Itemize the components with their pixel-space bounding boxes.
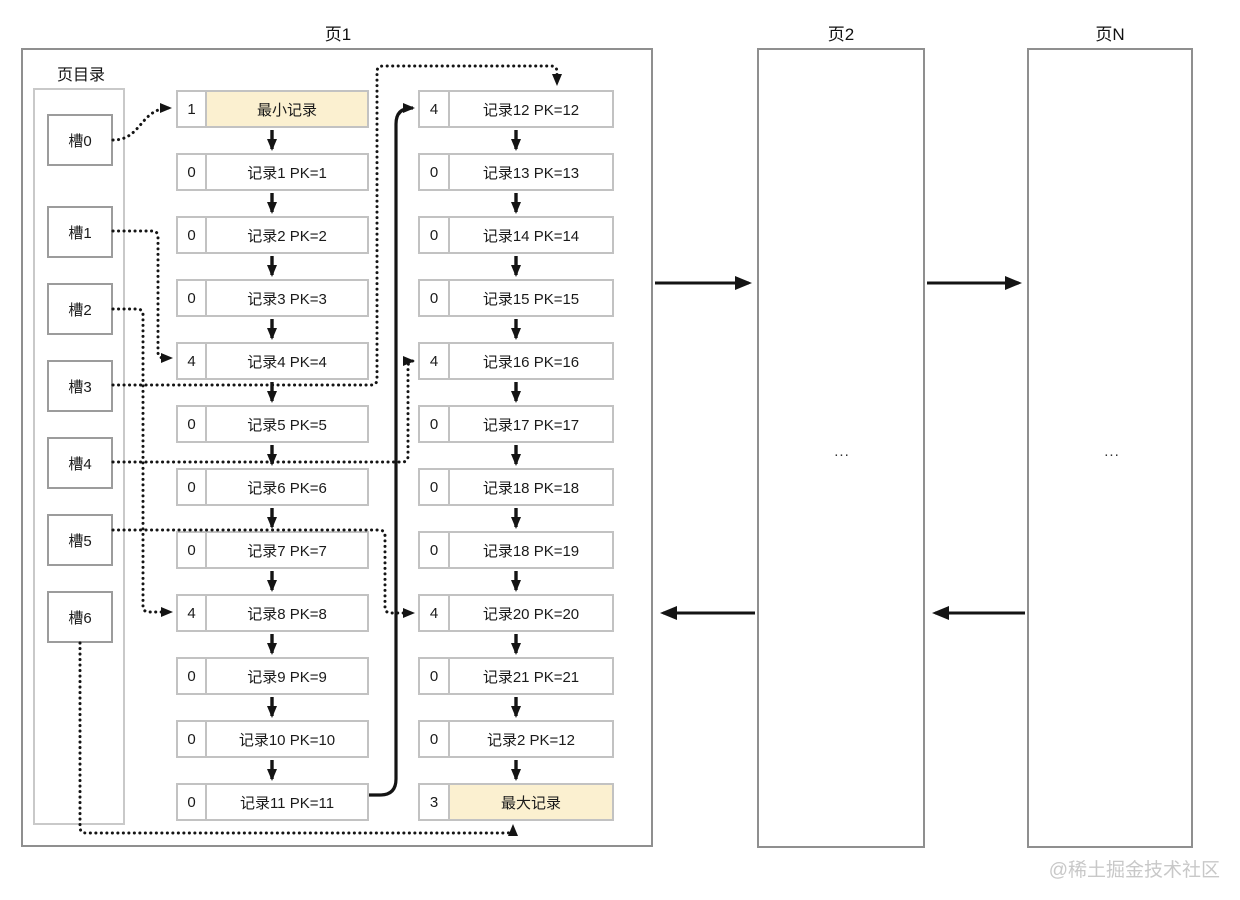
record-n-owned: 4: [178, 596, 207, 630]
record-row: 0 记录13 PK=13: [418, 153, 614, 191]
record-label: 记录16 PK=16: [482, 353, 580, 371]
record-n-owned: 4: [420, 596, 450, 630]
record-label: 记录4 PK=4: [247, 353, 327, 371]
record-row: 0 记录3 PK=3: [176, 279, 369, 317]
slot-box-5: 槽5: [47, 514, 113, 566]
record-row: 0 记录10 PK=10: [176, 720, 369, 758]
record-n-owned: 0: [178, 722, 207, 756]
record-row: 0 记录21 PK=21: [418, 657, 614, 695]
record-n-owned: 3: [420, 785, 450, 819]
record-label: 记录6 PK=6: [247, 479, 327, 497]
record-label: 记录21 PK=21: [482, 668, 580, 686]
slot-box-1: 槽1: [47, 206, 113, 258]
record-label: 记录7 PK=7: [247, 542, 327, 560]
record-label: 最小记录: [207, 92, 367, 126]
page2-ellipsis: ...: [834, 443, 850, 460]
record-label: 记录2 PK=12: [487, 731, 575, 749]
record-label: 记录17 PK=17: [482, 416, 580, 434]
record-row: 0 记录18 PK=18: [418, 468, 614, 506]
page2-box: [757, 48, 925, 848]
record-label: 最大记录: [450, 785, 612, 819]
record-label: 记录12 PK=12: [482, 101, 580, 119]
record-label: 记录11 PK=11: [239, 794, 335, 812]
record-n-owned: 0: [420, 155, 450, 189]
record-n-owned: 0: [178, 407, 207, 441]
pageN-title: 页N: [1095, 25, 1125, 44]
record-label: 记录1 PK=1: [247, 164, 327, 182]
record-n-owned: 0: [420, 659, 450, 693]
page1-title: 页1: [324, 25, 352, 44]
slot-box-6: 槽6: [47, 591, 113, 643]
record-label: 记录15 PK=15: [482, 290, 580, 308]
record-n-owned: 0: [420, 470, 450, 504]
record-label: 记录9 PK=9: [247, 668, 327, 686]
record-n-owned: 0: [178, 155, 207, 189]
record-row: 4 记录20 PK=20: [418, 594, 614, 632]
record-n-owned: 4: [420, 344, 450, 378]
record-row: 0 记录15 PK=15: [418, 279, 614, 317]
record-row: 0 记录7 PK=7: [176, 531, 369, 569]
record-n-owned: 0: [178, 785, 207, 819]
record-row: 4 记录16 PK=16: [418, 342, 614, 380]
record-label: 记录10 PK=10: [238, 731, 336, 749]
record-n-owned: 0: [178, 470, 207, 504]
record-label: 记录5 PK=5: [247, 416, 327, 434]
record-n-owned: 4: [420, 92, 450, 126]
slot-box-4: 槽4: [47, 437, 113, 489]
record-label: 记录8 PK=8: [247, 605, 327, 623]
page2-title: 页2: [827, 25, 855, 44]
record-row: 0 记录11 PK=11: [176, 783, 369, 821]
record-label: 记录20 PK=20: [482, 605, 580, 623]
record-row: 0 记录18 PK=19: [418, 531, 614, 569]
record-label: 记录13 PK=13: [482, 164, 580, 182]
watermark: @稀土掘金技术社区: [1048, 860, 1220, 881]
record-row: 0 记录1 PK=1: [176, 153, 369, 191]
record-n-owned: 0: [178, 533, 207, 567]
record-n-owned: 0: [178, 281, 207, 315]
record-label: 记录3 PK=3: [247, 290, 327, 308]
slot-box-2: 槽2: [47, 283, 113, 335]
record-n-owned: 4: [178, 344, 207, 378]
record-n-owned: 0: [420, 722, 450, 756]
record-row: 0 记录2 PK=2: [176, 216, 369, 254]
record-label: 记录14 PK=14: [482, 227, 580, 245]
record-n-owned: 0: [420, 407, 450, 441]
record-n-owned: 0: [178, 659, 207, 693]
record-n-owned: 0: [420, 281, 450, 315]
record-row: 0 记录6 PK=6: [176, 468, 369, 506]
record-n-owned: 0: [420, 533, 450, 567]
record-row: 4 记录8 PK=8: [176, 594, 369, 632]
pageN-box: [1027, 48, 1193, 848]
record-row: 4 记录4 PK=4: [176, 342, 369, 380]
page-directory-label: 页目录: [57, 67, 106, 84]
record-label: 记录2 PK=2: [247, 227, 327, 245]
slot-box-0: 槽0: [47, 114, 113, 166]
record-label: 记录18 PK=18: [482, 479, 580, 497]
slot-box-3: 槽3: [47, 360, 113, 412]
record-row: 0 记录2 PK=12: [418, 720, 614, 758]
record-row: 0 记录17 PK=17: [418, 405, 614, 443]
record-n-owned: 0: [178, 218, 207, 252]
pageN-ellipsis: ...: [1104, 443, 1120, 460]
record-row: 0 记录14 PK=14: [418, 216, 614, 254]
record-row: 4 记录12 PK=12: [418, 90, 614, 128]
record-row: 0 记录5 PK=5: [176, 405, 369, 443]
record-row: 0 记录9 PK=9: [176, 657, 369, 695]
record-label: 记录18 PK=19: [482, 542, 580, 560]
record-n-owned: 1: [178, 92, 207, 126]
record-n-owned: 0: [420, 218, 450, 252]
